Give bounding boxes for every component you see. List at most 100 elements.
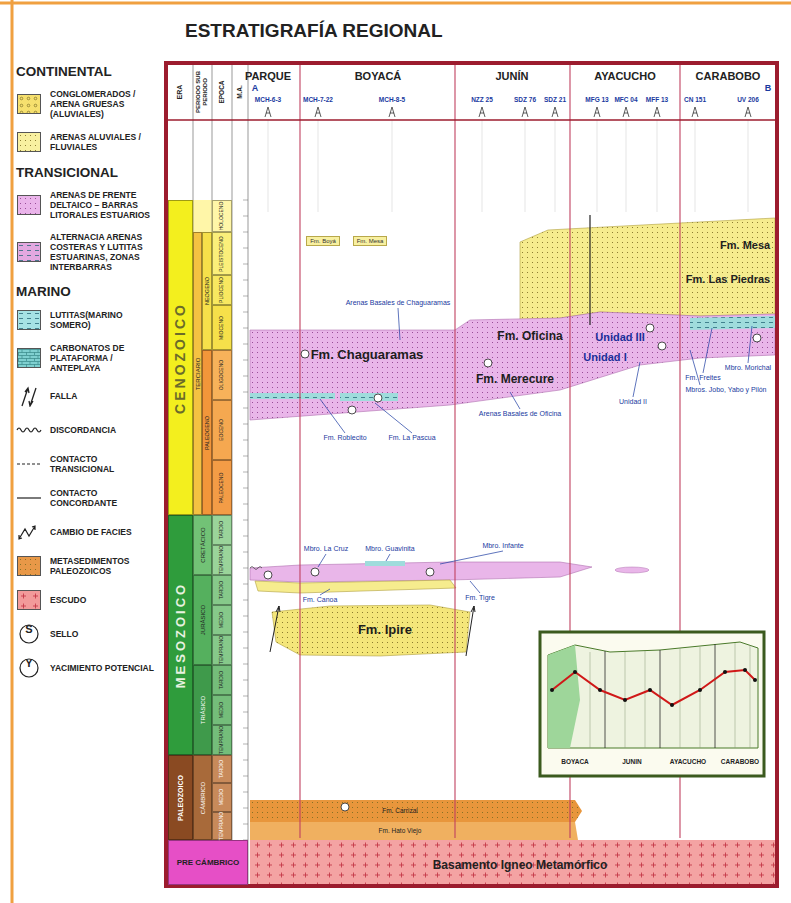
- age-tick: [243, 232, 248, 233]
- legend-text: ESCUDO: [50, 595, 162, 605]
- section-end: B: [765, 84, 772, 94]
- legend-text: ARENAS ALUVIALES / FLUVIALES: [50, 132, 162, 152]
- location-map: [573, 670, 577, 674]
- well-line: [623, 107, 629, 117]
- legend-symbol: [17, 498, 41, 499]
- epoch-band: MIOCENO: [212, 305, 232, 350]
- shale-strip: [340, 393, 398, 401]
- epoch-band: TARDIO: [212, 515, 232, 545]
- shale-strip: [250, 393, 335, 399]
- swatch-pattern: [18, 196, 40, 214]
- legend-text: YACIMIENTO POTENCIAL: [50, 663, 162, 673]
- seal-symbol: [341, 803, 349, 811]
- time-name: TEMPRANO: [219, 726, 225, 754]
- legend-heading: MARINO: [16, 284, 166, 299]
- time-name: TARDIO: [219, 671, 225, 690]
- column-header: M.A.: [236, 85, 243, 99]
- swatch-pattern: [18, 591, 40, 609]
- well-line: [265, 107, 271, 117]
- era-band: CENOZOICO: [168, 200, 193, 515]
- basement: [250, 840, 775, 885]
- well-name: NZZ 25: [471, 96, 493, 103]
- time-name: TEMPRANO: [219, 636, 225, 664]
- well-line: [482, 120, 483, 212]
- time-cell: [193, 200, 248, 840]
- region-name: BOYACÁ: [355, 70, 402, 82]
- column-header: EPOCA: [218, 80, 225, 103]
- unit-callout: Arenas Basales de Chaguaramas: [346, 299, 451, 307]
- swatch-pattern: [18, 133, 40, 151]
- tigre-band: [365, 561, 405, 566]
- seal-symbol: [264, 571, 272, 579]
- map-region: AYACUCHO: [670, 758, 706, 765]
- age-tick: [243, 824, 248, 825]
- time-name: PLIOCENO: [219, 277, 225, 303]
- oficina-band: [250, 312, 775, 420]
- tigre-band: [255, 580, 456, 593]
- well-line: [268, 120, 269, 212]
- age-tick: [243, 216, 248, 217]
- fault: [270, 606, 475, 656]
- mesa-band: [520, 218, 775, 322]
- map-region: BOYACA: [561, 758, 589, 765]
- age-tick: [243, 728, 248, 729]
- time-name: TARDIO: [219, 760, 225, 779]
- seal-symbol: [264, 324, 761, 811]
- time-name: TRIÁSICO: [199, 696, 206, 724]
- legend-swatch: [17, 556, 41, 576]
- time-name: OLIGOCENO: [219, 360, 225, 390]
- well-name: MFC 04: [614, 96, 637, 103]
- fault: [589, 215, 590, 325]
- age-tick: [243, 344, 248, 345]
- unit-callout: Fm. Freites: [685, 374, 720, 382]
- formation-body: Fm. Merecure: [473, 372, 557, 387]
- mesa-band: [520, 218, 775, 322]
- formation-name: Unidad III: [595, 331, 645, 343]
- unit-callout: Fm. Canoa: [303, 596, 338, 604]
- chart-frame: [166, 63, 777, 886]
- time-name: MEDIO: [219, 702, 225, 718]
- location-map: [670, 703, 674, 707]
- swatch-pattern: [18, 196, 40, 214]
- formation-name: Fm. Chaguaramas: [311, 348, 424, 362]
- region-name: PARQUE: [245, 70, 291, 82]
- age-tick: [243, 696, 248, 697]
- age-tick: [243, 200, 248, 201]
- page-frame: [11, 0, 14, 903]
- swatch-pattern: [18, 133, 40, 151]
- unit-callout: Mbros. Jobo, Yabo y Pilón: [685, 386, 766, 394]
- swatch-pattern: [18, 95, 40, 113]
- legend-symbol: [16, 521, 42, 543]
- location-map: [550, 688, 554, 692]
- formation-name: Fm. Mesa: [357, 238, 384, 245]
- formation-name: Fm. Merecure: [476, 373, 554, 386]
- formation-name: Fm. Carrizal: [382, 807, 417, 814]
- time-name: MEDIO: [219, 612, 225, 628]
- era-band: PRE CÁMBRICO: [168, 840, 248, 885]
- well-line: [389, 107, 395, 117]
- swatch-pattern: [18, 243, 40, 261]
- legend-swatch: [17, 242, 41, 262]
- symbol-letter: S: [16, 623, 42, 645]
- well-line: [626, 120, 627, 212]
- well-line: [597, 120, 598, 212]
- mesa-band: [520, 218, 775, 322]
- well-name: MCH-6-3: [255, 96, 281, 103]
- legend-text: LUTITAS(MARINO SOMERO): [50, 310, 162, 330]
- well-line: [657, 120, 658, 212]
- well-line: [654, 107, 660, 117]
- map-region: CARABOBO: [721, 758, 759, 765]
- well-line: [555, 120, 556, 212]
- legend-symbol: [16, 419, 42, 441]
- age-tick: [243, 440, 248, 441]
- tigre-band: [615, 567, 649, 573]
- location-map: [723, 670, 727, 674]
- epoch-band: PLIOCENO: [212, 275, 232, 305]
- formation-name: Fm. Oficina: [497, 330, 562, 343]
- age-tick: [243, 296, 248, 297]
- legend-symbol: [17, 428, 41, 432]
- region-divider: [299, 63, 300, 838]
- well-name: MCH-7-22: [303, 96, 333, 103]
- well-line: [745, 107, 751, 117]
- swatch-pattern: [18, 557, 40, 575]
